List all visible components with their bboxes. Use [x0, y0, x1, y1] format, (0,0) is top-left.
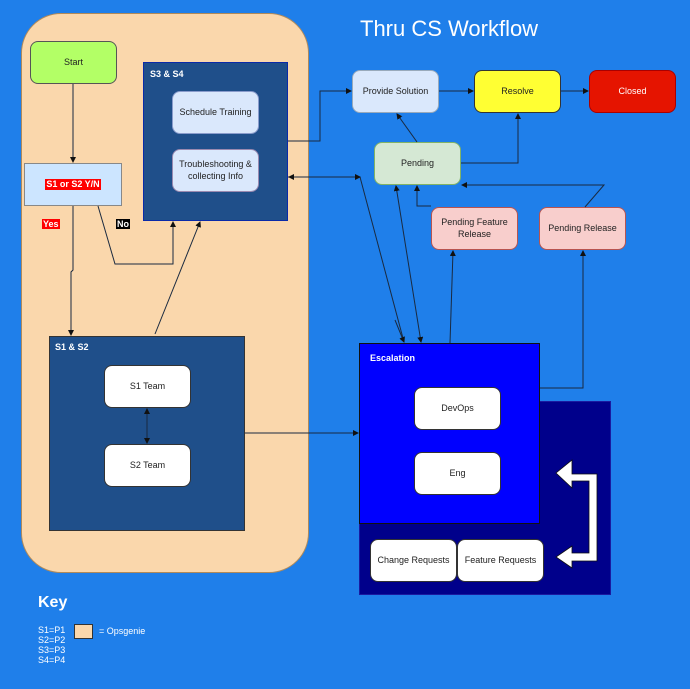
edge-pfr-pending [414, 185, 431, 207]
pending-release-node[interactable]: Pending Release [539, 207, 626, 250]
resolve-node[interactable]: Resolve [474, 70, 561, 113]
escalation-label: Escalation [370, 353, 416, 363]
edge-escalation-troubleshooting [288, 177, 405, 343]
edge-decision-s34 [97, 205, 176, 265]
s1-s2-label: S1 & S2 [55, 342, 89, 352]
closed-node[interactable]: Closed [589, 70, 676, 113]
s3-s4-container[interactable]: S3 & S4 Schedule Training Troubleshootin… [143, 62, 288, 221]
pending-feature-release-node[interactable]: Pending Feature Release [431, 207, 518, 250]
key-mapping: S2=P2 [38, 635, 66, 645]
no-label: No [116, 219, 130, 229]
s1-s2-container[interactable]: S1 & S2 S1 Team S2 Team [49, 336, 245, 531]
key-mapping: S4=P4 [38, 655, 66, 665]
eng-node[interactable]: Eng [414, 452, 501, 495]
escalation-container[interactable]: Escalation DevOps Eng [359, 343, 540, 524]
edge-pending-escalation [393, 185, 424, 343]
pending-node[interactable]: Pending [374, 142, 461, 185]
key-mapping: S1=P1 [38, 625, 66, 635]
key-mapping: S3=P3 [38, 645, 66, 655]
edge-decision-s12 [68, 206, 74, 336]
diagram-title: Thru CS Workflow [360, 16, 539, 41]
key-title: Key [38, 594, 68, 611]
start-node[interactable]: Start [30, 41, 117, 84]
s2-team-node[interactable]: S2 Team [104, 444, 191, 487]
provide-solution-node[interactable]: Provide Solution [352, 70, 439, 113]
edge-pending-resolve [461, 113, 521, 164]
feature-requests-node[interactable]: Feature Requests [457, 539, 544, 582]
troubleshooting-node[interactable]: Troubleshooting & collecting Info [172, 149, 259, 192]
opsgenie-swatch-label: = Opsgenie [99, 626, 146, 636]
s3-s4-label: S3 & S4 [150, 69, 184, 79]
edge-s34-provide [288, 88, 352, 142]
edge-pending-provide [396, 113, 418, 143]
schedule-training-node[interactable]: Schedule Training [172, 91, 259, 134]
devops-node[interactable]: DevOps [414, 387, 501, 430]
decision-label: S1 or S2 Y/N [45, 178, 101, 191]
requests-loop-arrow [555, 459, 598, 569]
yes-label: Yes [42, 219, 60, 229]
key-mappings: S1=P1 S2=P2 S3=P3 S4=P4 [38, 625, 65, 665]
change-requests-node[interactable]: Change Requests [370, 539, 457, 582]
s1-team-node[interactable]: S1 Team [104, 365, 191, 408]
edge-escalation-pr [540, 250, 586, 389]
edge-pr-pending [461, 182, 606, 208]
edge-escalation-pfr [449, 250, 456, 344]
severity-decision-node[interactable]: S1 or S2 Y/N [24, 163, 122, 206]
opsgenie-swatch [74, 624, 93, 639]
edge-s12-s34 [154, 221, 201, 335]
